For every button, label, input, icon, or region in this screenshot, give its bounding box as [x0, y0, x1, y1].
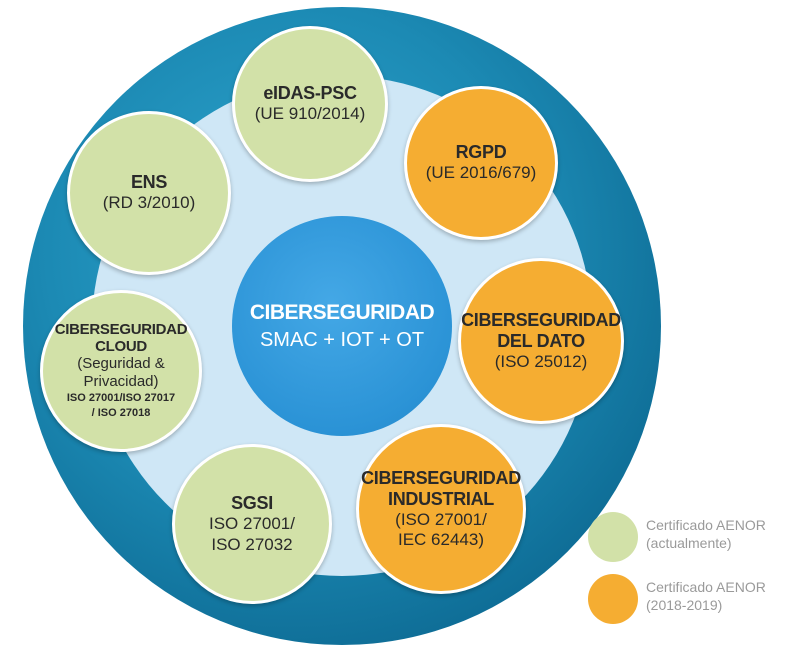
node-industrial-standard-line2: IEC 62443) — [398, 530, 484, 549]
node-industrial-title-line2: INDUSTRIAL — [388, 488, 494, 509]
legend-current-line1: Certificado AENOR — [646, 517, 766, 533]
legend-future-label: Certificado AENOR (2018-2019) — [646, 578, 766, 614]
node-ens-title: ENS — [130, 172, 168, 193]
legend-current-line2: (actualmente) — [646, 535, 732, 552]
node-sgsi-title: SGSI — [231, 493, 273, 514]
node-cloud-desc-line2: Privacidad) — [83, 372, 159, 390]
node-industrial-title-line1: CIBERSEGURIDAD — [361, 467, 521, 488]
center-circle: CIBERSEGURIDAD SMAC + IOT + OT — [232, 216, 452, 436]
node-eidas: eIDAS-PSC (UE 910/2014) — [232, 26, 388, 182]
node-dato-title-line2: DEL DATO — [497, 330, 585, 351]
node-rgpd-title: RGPD — [455, 142, 507, 163]
node-rgpd-regulation: (UE 2016/679) — [425, 163, 537, 183]
legend-future-line1: Certificado AENOR — [646, 579, 766, 595]
node-cloud-title-line1: CIBERSEGURIDAD — [54, 320, 188, 338]
node-dato: CIBERSEGURIDAD DEL DATO (ISO 25012) — [458, 258, 624, 424]
node-cloud-standard-line2: / ISO 27018 — [91, 407, 151, 419]
legend-future-line2: (2018-2019) — [646, 597, 723, 614]
node-ens-regulation: (RD 3/2010) — [102, 193, 196, 213]
node-cloud: CIBERSEGURIDAD CLOUD (Seguridad & Privac… — [40, 290, 202, 452]
legend-future-swatch — [588, 574, 638, 624]
node-dato-standard: (ISO 25012) — [494, 351, 588, 371]
node-industrial-standard-line1: (ISO 27001/ — [395, 509, 487, 529]
center-title: CIBERSEGURIDAD — [249, 300, 435, 324]
node-cloud-standard-line1: ISO 27001/ISO 27017 — [66, 391, 176, 404]
node-sgsi: SGSI ISO 27001/ ISO 27032 — [172, 444, 332, 604]
node-sgsi-standard-line1: ISO 27001/ — [208, 514, 295, 534]
node-industrial: CIBERSEGURIDAD INDUSTRIAL (ISO 27001/ IE… — [356, 424, 526, 594]
node-eidas-regulation: (UE 910/2014) — [254, 104, 366, 124]
center-subtitle: SMAC + IOT + OT — [259, 328, 425, 351]
node-eidas-title: eIDAS-PSC — [263, 83, 357, 104]
legend-current-label: Certificado AENOR (actualmente) — [646, 516, 766, 552]
legend-current-swatch — [588, 512, 638, 562]
node-cloud-title-line2: CLOUD — [95, 337, 147, 355]
node-cloud-desc-line1: (Seguridad & — [77, 354, 165, 372]
node-rgpd: RGPD (UE 2016/679) — [404, 86, 558, 240]
node-dato-title-line1: CIBERSEGURIDAD — [461, 309, 621, 330]
node-sgsi-standard-line2: ISO 27032 — [211, 534, 293, 554]
node-ens: ENS (RD 3/2010) — [67, 111, 231, 275]
